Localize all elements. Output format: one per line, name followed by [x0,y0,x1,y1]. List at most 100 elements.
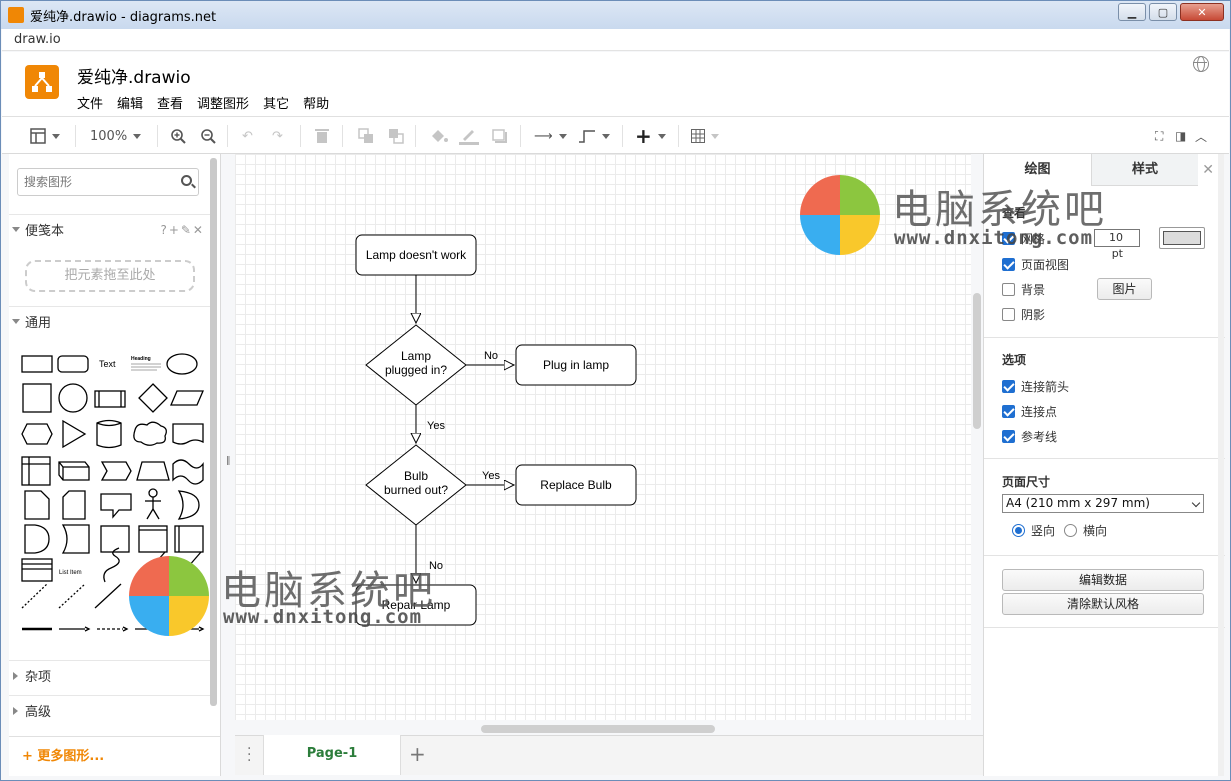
scratchpad-drop-zone[interactable]: 把元素拖至此处 [25,260,195,292]
zoom-in-icon [171,129,186,144]
more-shapes-button[interactable]: + 更多图形... [9,736,220,776]
background-image-button[interactable]: 图片 [1097,278,1152,300]
search-icon[interactable] [181,175,192,186]
minimize-button[interactable]: ▁ [1118,3,1146,21]
portrait-label: 竖向 [1031,523,1056,538]
zoom-out-button[interactable] [200,126,216,146]
background-checkbox[interactable]: 背景 [1002,281,1045,297]
document-name[interactable]: 爱纯净.drawio [77,68,191,88]
general-shapes-palette[interactable]: Text Heading List Item [19,346,209,646]
landscape-radio[interactable]: 横向 [1064,522,1107,538]
close-button[interactable]: ✕ [1180,3,1224,21]
menu-view[interactable]: 查看 [157,97,184,112]
zoom-dropdown[interactable]: 100% [90,126,142,146]
plus-icon: + [635,124,652,148]
collapse-button[interactable]: ︿ [1195,126,1207,146]
redo-button[interactable]: ↷ [272,126,283,146]
zoom-level: 100% [90,128,128,144]
language-globe-icon[interactable] [1193,56,1209,72]
panel-scrollbar[interactable] [1218,154,1224,776]
canvas-horizontal-scrollbar[interactable] [481,725,715,733]
shape-diamond [138,383,168,413]
tab-style[interactable]: 样式 [1091,154,1198,186]
close-panel-icon[interactable]: ✕ [1202,162,1214,178]
delete-button[interactable] [315,126,329,146]
grid-checkbox[interactable]: 网格 [1002,230,1045,246]
tab-diagram[interactable]: 绘图 [1024,162,1051,177]
general-title: 通用 [25,316,52,331]
edge-label-no-1: No [484,350,498,362]
edit-data-button[interactable]: 编辑数据 [1002,569,1204,591]
scratchpad-section[interactable]: 便笺本 ?+✎✕ [9,214,213,244]
connection-style-dropdown[interactable]: ⟶ [534,126,567,146]
general-section[interactable]: 通用 [9,306,213,336]
paint-bucket-icon [432,130,448,142]
line-color-button[interactable] [459,126,479,146]
scratchpad-tools-icon[interactable]: ?+✎✕ [160,222,205,237]
arrow-right-icon: ⟶ [534,128,553,144]
sidebar-scrollbar[interactable] [210,158,217,706]
guides-checkbox[interactable]: 参考线 [1002,428,1057,444]
shape-container [100,525,130,553]
sidebar-toggle-icon: ◨ [1175,129,1187,143]
misc-section[interactable]: 杂项 [9,660,213,690]
undo-button[interactable]: ↶ [242,126,253,146]
guides-label: 参考线 [1021,429,1058,444]
view-panels-button[interactable] [30,126,60,146]
advanced-section[interactable]: 高级 [9,695,213,725]
shadow-label: 阴影 [1021,307,1046,322]
maximize-button[interactable]: ▢ [1149,3,1177,21]
shape-square [22,383,52,413]
menu-file[interactable]: 文件 [77,97,104,112]
table-dropdown[interactable] [691,126,719,146]
flowchart[interactable]: Lamp doesn't work Lamp plugged in? Plug … [235,154,971,720]
paper-size-title: 页面尺寸 [1002,475,1051,489]
drawio-logo-icon [25,65,59,99]
to-front-button[interactable] [358,126,374,146]
format-panel-toggle[interactable]: ◨ [1175,126,1186,146]
page-tab-1[interactable]: Page-1 [263,735,401,775]
diagram-canvas[interactable]: Lamp doesn't work Lamp plugged in? Plug … [235,154,971,720]
shape-search-input[interactable]: 搜索图形 [17,168,199,196]
connection-points-label: 连接点 [1021,404,1058,419]
shape-hexagon [21,423,53,445]
grid-label: 网格 [1021,231,1046,246]
fullscreen-icon: ⛶ [1155,128,1164,143]
portrait-radio[interactable]: 竖向 [1012,522,1055,538]
page-tabs-bar: ··· Page-1 + [235,735,983,775]
canvas-vertical-scrollbar[interactable] [973,293,981,429]
menu-extras[interactable]: 其它 [263,97,290,112]
fullscreen-button[interactable]: ⛶ [1155,126,1163,146]
paper-size-select[interactable]: A4 (210 mm x 297 mm) [1002,494,1204,513]
insert-dropdown[interactable]: + [635,124,666,148]
misc-title: 杂项 [25,670,52,685]
pages-menu-icon[interactable]: ··· [247,741,252,769]
to-back-button[interactable] [388,126,404,146]
clear-default-style-button[interactable]: 清除默认风格 [1002,593,1204,615]
page-view-checkbox[interactable]: 页面视图 [1002,256,1069,272]
shape-trapezoid [136,461,170,481]
shadow-button[interactable] [492,126,508,146]
label-lamp: Lamp [401,349,431,363]
shape-callout [100,493,132,519]
menu-arrange[interactable]: 调整图形 [197,97,250,112]
chevron-up-icon: ︿ [1195,129,1208,144]
grid-color-button[interactable] [1159,227,1205,249]
scratchpad-title: 便笺本 [25,224,65,239]
zoom-in-button[interactable] [170,126,186,146]
menu-edit[interactable]: 编辑 [117,97,144,112]
fill-color-button[interactable] [430,126,448,146]
label-plug-in-lamp: Plug in lamp [543,358,609,372]
sidebar-resize-handle[interactable]: ‖ [226,456,231,466]
waypoints-dropdown[interactable] [578,126,610,146]
window-title: 爱纯净.drawio - diagrams.net [30,9,217,25]
connection-arrows-checkbox[interactable]: 连接箭头 [1002,378,1069,394]
add-page-icon[interactable]: + [409,742,426,766]
connection-points-checkbox[interactable]: 连接点 [1002,403,1057,419]
grid-size-input[interactable]: 10 pt [1094,229,1140,260]
shadow-checkbox[interactable]: 阴影 [1002,306,1045,322]
menu-help[interactable]: 帮助 [303,97,330,112]
shape-document [172,423,204,445]
shape-internal-storage [21,456,51,486]
